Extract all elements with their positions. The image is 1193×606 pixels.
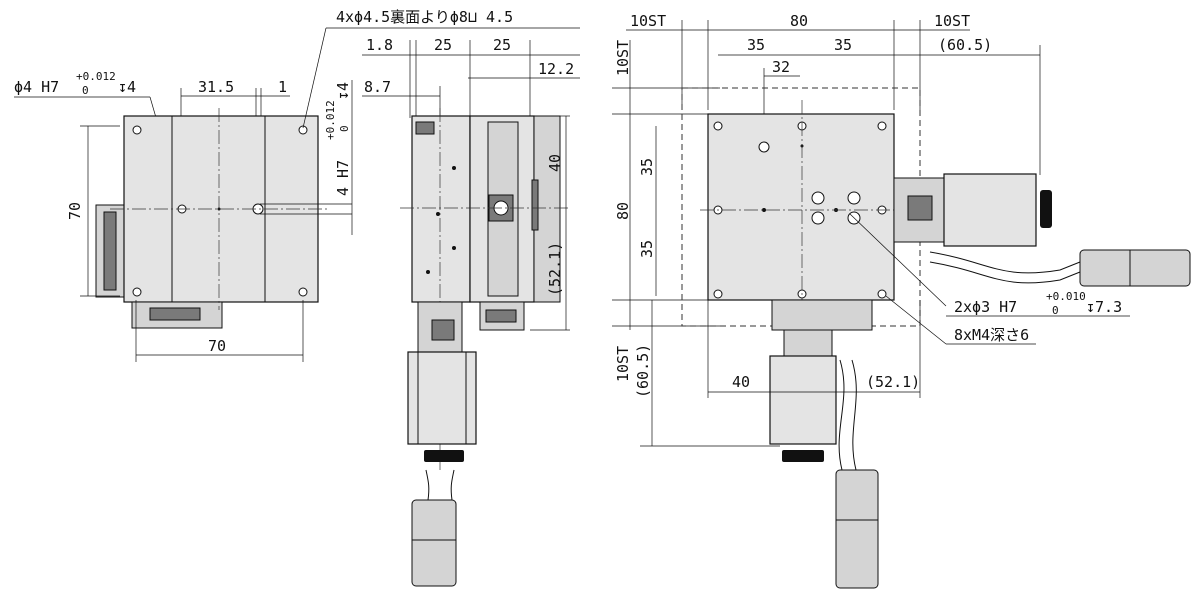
top-bottom-motor xyxy=(769,355,837,445)
front-pin-tol-lower: 0 xyxy=(82,84,89,97)
top-dim-80: 80 xyxy=(790,12,808,30)
front-view: ϕ4 H7 +0.012 0 ↧4 31.5 1 xyxy=(14,70,353,362)
top-right-connector xyxy=(1079,249,1191,287)
side-dim-12-2: 12.2 xyxy=(538,60,574,78)
front-hole-tr xyxy=(298,125,308,135)
front-dim-70-h: 70 xyxy=(208,337,226,355)
top-right-coupling-detail xyxy=(907,195,933,221)
front-foot-detail xyxy=(149,307,201,321)
top-bolt-1 xyxy=(811,191,825,205)
front-hole-bl xyxy=(132,287,142,297)
top-bottom-cable-b xyxy=(851,359,857,471)
side-connector xyxy=(411,499,457,587)
front-dim-31-5: 31.5 xyxy=(198,78,234,96)
top-pin-leader xyxy=(849,213,947,307)
front-pin-note: ϕ4 H7 xyxy=(14,78,59,96)
top-dim-10st-right: 10ST xyxy=(934,12,970,30)
front-motor-detail xyxy=(103,211,117,291)
top-bolt-2 xyxy=(847,191,861,205)
top-dim-60-5-lower: (60.5) xyxy=(634,344,652,398)
top-stage-plate xyxy=(707,113,895,301)
top-hole-1 xyxy=(713,121,723,131)
top-bottom-coupling xyxy=(783,329,833,357)
side-note-leader xyxy=(302,27,327,129)
side-dim-25b: 25 xyxy=(493,36,511,54)
front-hole-tl xyxy=(132,125,142,135)
top-dim-52-1: (52.1) xyxy=(866,373,920,391)
top-hole-3 xyxy=(877,121,887,131)
side-coupling-detail xyxy=(431,319,455,341)
front-hole-br xyxy=(298,287,308,297)
top-right-cable-a xyxy=(929,251,1081,274)
top-dim-35b: 35 xyxy=(834,36,852,54)
side-dot-4 xyxy=(452,166,456,170)
top-pin-tol-upper: +0.010 xyxy=(1046,290,1086,303)
side-motor-knob xyxy=(424,450,464,462)
top-view: 10ST 80 10ST 35 35 (60.5) 32 10ST 80 35 … xyxy=(612,12,1191,589)
top-bottom-cable-a xyxy=(838,359,845,471)
top-hole-6 xyxy=(713,289,723,299)
top-dim-35-lower: 35 xyxy=(638,240,656,258)
side-foot-detail xyxy=(485,309,517,323)
side-dot-2 xyxy=(452,246,456,250)
top-dim-35a: 35 xyxy=(747,36,765,54)
top-bottom-knob xyxy=(782,450,824,462)
top-pin-depth: ↧7.3 xyxy=(1086,298,1122,316)
top-right-knob xyxy=(1040,190,1052,228)
top-bottom-connector xyxy=(835,469,879,589)
front-pin-depth: ↧4 xyxy=(118,78,136,96)
top-dim-35-upper: 35 xyxy=(638,158,656,176)
side-cable-a xyxy=(425,469,430,501)
side-motor xyxy=(407,351,477,445)
top-right-cable-b xyxy=(929,261,1081,284)
side-dim-52-1: (52.1) xyxy=(546,242,564,296)
top-pin-note: 2xϕ3 H7 xyxy=(954,298,1017,316)
side-dim-25a: 25 xyxy=(434,36,452,54)
front-dim-1: 1 xyxy=(278,78,287,96)
side-dot-3 xyxy=(426,270,430,274)
side-dot-1 xyxy=(436,212,440,216)
side-dim-40: 40 xyxy=(546,154,564,172)
front-side-tol-upper: +0.012 xyxy=(324,100,337,140)
top-pin-tol-lower: 0 xyxy=(1052,304,1059,317)
top-dim-60-5: (60.5) xyxy=(938,36,992,54)
top-dim-10st-vert: 10ST xyxy=(614,40,632,76)
top-tap-note: 8xM4深さ6 xyxy=(954,326,1029,344)
side-cable-b xyxy=(450,469,455,501)
top-pin-upper xyxy=(758,141,770,153)
side-view: 4xϕ4.5裏面よりϕ8⊔ 4.5 1.8 25 25 12.2 8.7 xyxy=(302,8,580,587)
top-bolt-3 xyxy=(811,211,825,225)
top-dim-10st-lower: 10ST xyxy=(614,346,632,382)
front-side-h7: 4 H7 xyxy=(334,160,352,196)
side-body-left xyxy=(411,115,471,303)
front-side-depth: ↧4 xyxy=(334,82,352,100)
front-pin-tol-upper: +0.012 xyxy=(76,70,116,83)
top-dim-10st-left: 10ST xyxy=(630,12,666,30)
side-dim-1-8: 1.8 xyxy=(366,36,393,54)
top-dim-32: 32 xyxy=(772,58,790,76)
top-tap-leader xyxy=(885,295,947,345)
top-hole-8 xyxy=(877,289,887,299)
top-mark-left xyxy=(762,208,766,212)
side-knob-top xyxy=(415,121,435,135)
top-dim-40: 40 xyxy=(732,373,750,391)
top-bottom-bracket xyxy=(771,299,873,331)
side-holes-note: 4xϕ4.5裏面よりϕ8⊔ 4.5 xyxy=(336,8,513,26)
top-right-motor xyxy=(943,173,1037,247)
side-dim-8-7: 8.7 xyxy=(364,78,391,96)
top-dim-80-left: 80 xyxy=(614,202,632,220)
front-dim-70-v: 70 xyxy=(66,202,84,220)
side-edge xyxy=(531,179,539,231)
front-side-tol-lower: 0 xyxy=(338,125,351,132)
